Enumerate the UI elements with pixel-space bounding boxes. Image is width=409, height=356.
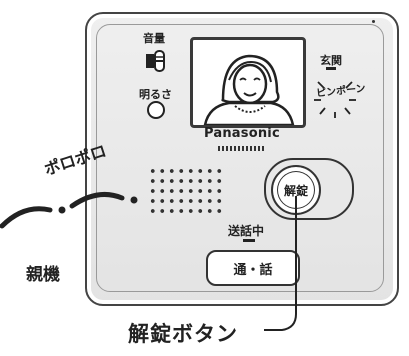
talking-indicator-led: [243, 239, 255, 242]
unlock-button[interactable]: 解錠: [271, 165, 321, 215]
brightness-label: 明るさ: [139, 88, 172, 101]
monitor-screen: [190, 37, 306, 128]
device-name-label: 親機: [26, 265, 60, 285]
speaker-grille: [148, 166, 224, 216]
panel-inner-border: [96, 24, 384, 292]
entrance-label: 玄関: [320, 54, 342, 67]
indicator-dot: [372, 20, 375, 23]
microphone-slots: [218, 146, 266, 151]
visitor-face-icon: [203, 54, 295, 125]
chime-flash-icon: [314, 81, 356, 118]
volume-control[interactable]: [145, 48, 169, 78]
brightness-knob[interactable]: [147, 101, 165, 119]
chime-burst: [312, 70, 358, 120]
entrance-indicator-led: [326, 67, 336, 70]
talk-button-label: 通・話: [233, 262, 273, 278]
talking-label: 送話中: [228, 224, 265, 238]
talk-button[interactable]: 通・話: [206, 250, 300, 286]
callout-leader-line: [264, 196, 297, 331]
speaker-volume-icon: [146, 50, 165, 72]
unlock-button-label: 解錠: [283, 183, 308, 198]
sound-waves-icon: [0, 191, 138, 229]
unlock-button-callout: 解錠ボタン: [128, 322, 238, 346]
volume-label: 音量: [143, 32, 165, 45]
brand-logo-text: Panasonic: [204, 126, 280, 141]
